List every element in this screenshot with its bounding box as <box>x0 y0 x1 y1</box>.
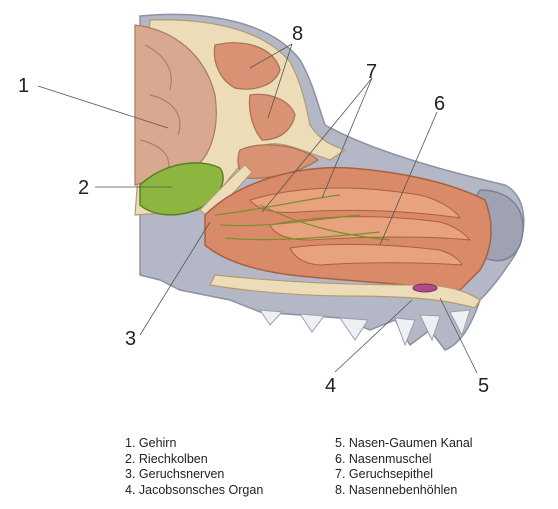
callout-5: 5 <box>478 375 489 397</box>
legend-item-3: 3. Geruchsnerven <box>125 467 263 483</box>
callout-7: 7 <box>366 61 377 83</box>
callout-4: 4 <box>325 375 336 397</box>
legend-item-5: 5. Nasen-Gaumen Kanal <box>335 436 473 452</box>
jacobson-organ <box>413 284 437 292</box>
legend-item-4: 4. Jacobsonsches Organ <box>125 483 263 499</box>
legend-item-8: 8. Nasennebenhöhlen <box>335 483 473 499</box>
legend-item-1: 1. Gehirn <box>125 436 263 452</box>
callout-3: 3 <box>125 328 136 350</box>
legend-right-column: 5. Nasen-Gaumen Kanal 6. Nasenmuschel 7.… <box>335 436 473 498</box>
dog-nose-anatomy-diagram: 1 2 3 4 5 6 7 8 <box>0 0 558 420</box>
callout-6: 6 <box>434 93 445 115</box>
legend-item-6: 6. Nasenmuschel <box>335 452 473 468</box>
callout-1: 1 <box>18 75 29 97</box>
legend-item-7: 7. Geruchsepithel <box>335 467 473 483</box>
callout-2: 2 <box>78 177 89 199</box>
legend-left-column: 1. Gehirn 2. Riechkolben 3. Geruchsnerve… <box>125 436 263 498</box>
callout-8: 8 <box>292 23 303 45</box>
legend-item-2: 2. Riechkolben <box>125 452 263 468</box>
